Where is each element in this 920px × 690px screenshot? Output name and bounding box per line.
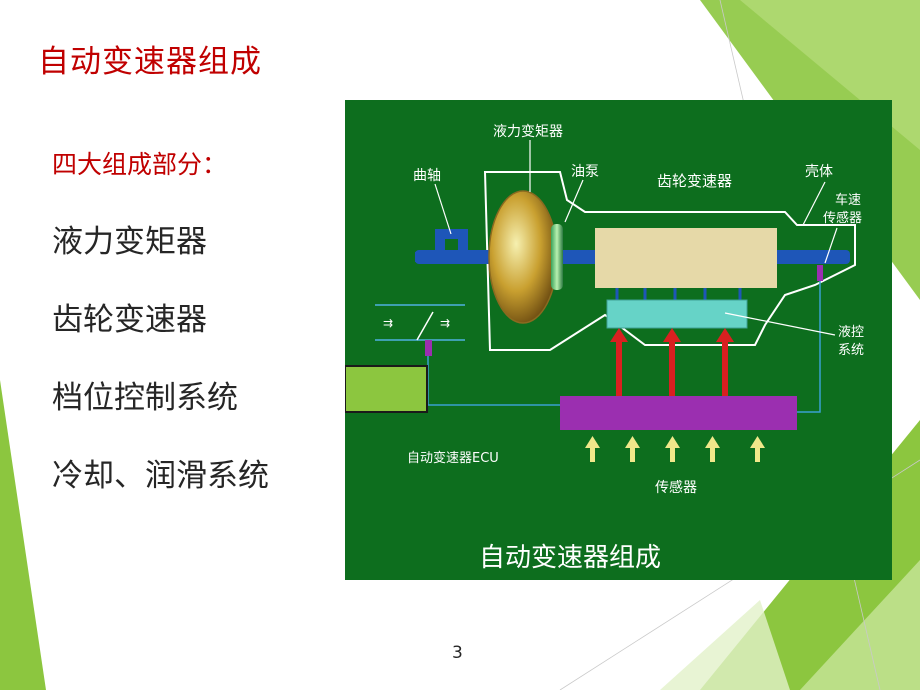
list-item: 冷却、润滑系统: [52, 458, 269, 494]
gear-pins: [615, 288, 742, 300]
diagram-caption: 自动变速器组成: [479, 543, 661, 573]
speed-sensor-wire: [797, 281, 821, 413]
label-torque-converter: 液力变矩器: [493, 124, 563, 140]
selector-switch: [425, 340, 432, 356]
left-green-wedge: [0, 380, 46, 690]
label-hydraulic-2: 系统: [838, 343, 864, 358]
component-list: 液力变矩器 齿轮变速器 档位控制系统 冷却、润滑系统: [52, 222, 269, 534]
selector-stick: [416, 311, 434, 341]
housing-outline: [483, 171, 856, 351]
gear-selector-lever: [375, 304, 465, 341]
page-number: 3: [452, 643, 463, 663]
sensor-arrows: [585, 436, 765, 462]
speed-sensor: [817, 265, 823, 281]
list-item: 液力变矩器: [52, 224, 207, 260]
label-gearbox: 齿轮变速器: [657, 172, 732, 190]
label-oil-pump: 油泵: [571, 164, 599, 180]
svg-text:⇉: ⇉: [383, 316, 393, 330]
svg-text:⇉: ⇉: [440, 316, 450, 330]
label-crankshaft: 曲轴: [413, 168, 441, 184]
list-item: 档位控制系统: [52, 380, 238, 416]
list-item: 齿轮变速器: [52, 302, 207, 338]
bottom-right-light-triangle: [800, 560, 920, 690]
label-speed-sensor-2: 传感器: [823, 210, 862, 226]
ecu-block: [560, 396, 797, 430]
label-ecu: 自动变速器ECU: [407, 450, 499, 466]
gearbox-block: [595, 228, 777, 288]
label-hydraulic-1: 液控: [838, 325, 864, 340]
label-sensors: 传感器: [655, 479, 697, 496]
transmission-diagram: ⇉ ⇉ 液力变矩器 曲轴 油泵 齿轮变速器 壳体 车速 传感器 液控 系统 自动…: [345, 100, 892, 580]
valve-body-block: [606, 299, 748, 329]
oil-pump: [551, 224, 563, 290]
label-housing: 壳体: [805, 163, 833, 180]
label-speed-sensor-1: 车速: [835, 192, 861, 208]
slide-title: 自动变速器组成: [38, 44, 262, 80]
bottom-right-pale-triangle: [660, 600, 790, 690]
red-arrows: [610, 328, 734, 396]
torque-converter: [489, 191, 557, 323]
slide-subtitle: 四大组成部分：: [52, 150, 228, 179]
selector-arrows: ⇉ ⇉: [383, 316, 450, 330]
gear-selector-box: [345, 365, 428, 413]
leader-lines: [434, 140, 838, 336]
crankshaft: [415, 229, 468, 262]
